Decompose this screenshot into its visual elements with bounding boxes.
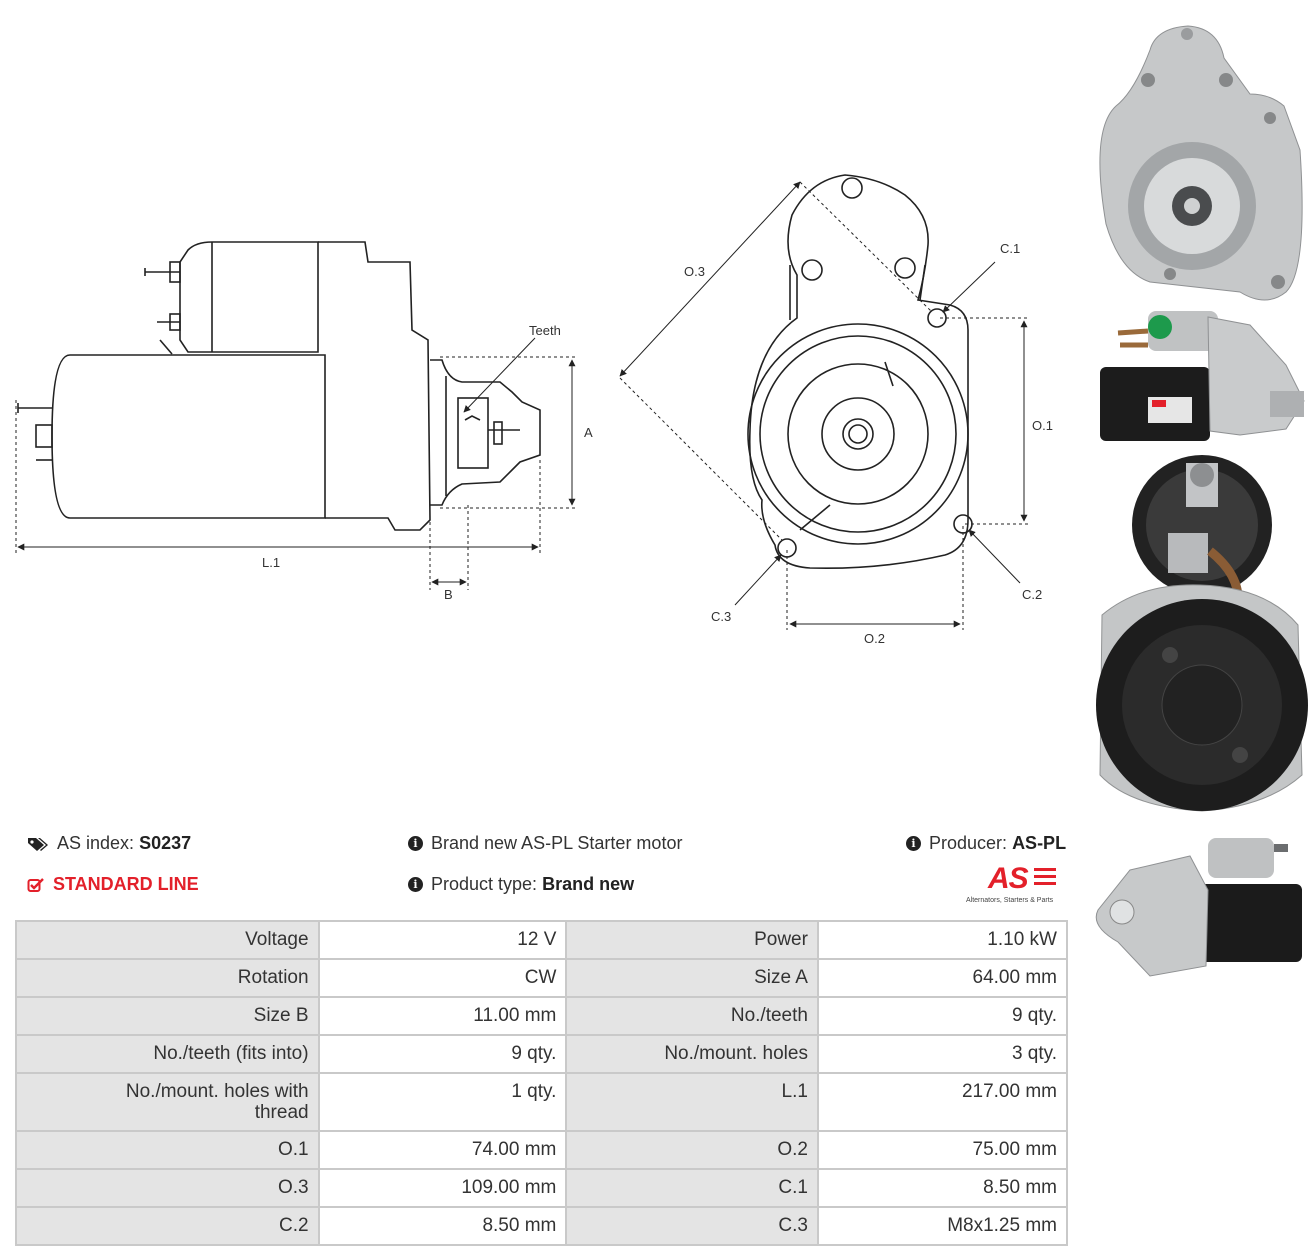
o3-label: O.3	[684, 264, 705, 279]
teeth-label: Teeth	[529, 323, 561, 338]
info-icon: i	[408, 836, 423, 851]
spec-value: 74.00 mm	[319, 1132, 566, 1168]
spec-label: C.3	[567, 1208, 817, 1244]
c3-label: C.3	[711, 609, 731, 624]
spec-label: O.3	[17, 1170, 318, 1206]
producer: i Producer: AS-PL	[906, 833, 1066, 854]
as-index-label: AS index:	[57, 833, 135, 853]
standard-line-label: STANDARD LINE	[53, 874, 199, 894]
as-pl-logo: AS Alternators, Starters & Parts	[966, 864, 1068, 908]
spec-value: 64.00 mm	[818, 960, 1066, 996]
as-index: AS index: S0237	[27, 833, 191, 854]
spec-value: M8x1.25 mm	[818, 1208, 1066, 1244]
spec-label: O.1	[17, 1132, 318, 1168]
starter-angle-view-photo	[1095, 838, 1302, 977]
spec-label: No./teeth (fits into)	[17, 1036, 318, 1072]
spec-label: No./mount. holes with thread	[17, 1074, 318, 1130]
side-view-dimensions	[15, 337, 578, 590]
producer-label: Producer:	[929, 833, 1008, 853]
product-line: STANDARD LINE	[27, 874, 199, 895]
spec-label: O.2	[567, 1132, 817, 1168]
starter-rear-view-photo	[1096, 455, 1308, 812]
product-type-label: Product type:	[431, 874, 538, 894]
spec-value: 9 qty.	[818, 998, 1066, 1034]
spec-value: 12 V	[319, 922, 566, 958]
spec-value: 1 qty.	[319, 1074, 566, 1130]
checkbox-checked-icon	[27, 877, 44, 892]
spec-label: Size A	[567, 960, 817, 996]
l1-label: L.1	[262, 555, 280, 570]
spec-label: Rotation	[17, 960, 318, 996]
spec-label: No./teeth	[567, 998, 817, 1034]
logo-mark: AS	[988, 862, 1029, 895]
table-row: No./teeth (fits into)9 qty.No./mount. ho…	[17, 1036, 1066, 1072]
o1-label: O.1	[1032, 418, 1053, 433]
spec-value: 11.00 mm	[319, 998, 566, 1034]
spec-value: CW	[319, 960, 566, 996]
spec-value: 75.00 mm	[818, 1132, 1066, 1168]
product-title: i Brand new AS-PL Starter motor	[408, 833, 682, 854]
info-icon: i	[408, 877, 423, 892]
spec-label: C.2	[17, 1208, 318, 1244]
spec-value: 9 qty.	[319, 1036, 566, 1072]
spec-value: 1.10 kW	[818, 922, 1066, 958]
spec-value: 109.00 mm	[319, 1170, 566, 1206]
spec-label: Size B	[17, 998, 318, 1034]
spec-label: C.1	[567, 1170, 817, 1206]
producer-value: AS-PL	[1012, 833, 1067, 853]
starter-front-view-photo	[1099, 25, 1303, 301]
as-index-value: S0237	[139, 833, 192, 853]
product-title-text: Brand new AS-PL Starter motor	[431, 833, 683, 853]
starter-side-view-photo	[1100, 311, 1305, 441]
spec-label: L.1	[567, 1074, 817, 1130]
c2-label: C.2	[1022, 587, 1042, 602]
tags-icon	[28, 837, 48, 851]
spec-label: Voltage	[17, 922, 318, 958]
side-view-drawing	[17, 241, 541, 531]
info-icon: i	[906, 836, 921, 851]
size-b-label: B	[444, 587, 453, 602]
spec-value: 217.00 mm	[818, 1074, 1066, 1130]
spec-value: 8.50 mm	[319, 1208, 566, 1244]
product-type-value: Brand new	[542, 874, 635, 894]
spec-value: 8.50 mm	[818, 1170, 1066, 1206]
size-a-label: A	[584, 425, 593, 440]
technical-drawing: Teeth A B L.1 O.3 C.1 O.1 C.2	[15, 174, 1053, 646]
front-view-drawing	[747, 174, 973, 570]
logo-tagline: Alternators, Starters & Parts	[966, 897, 1054, 904]
spec-label: Power	[567, 922, 817, 958]
product-type: i Product type: Brand new	[408, 874, 634, 895]
spec-value: 3 qty.	[818, 1036, 1066, 1072]
c1-label: C.1	[1000, 241, 1020, 256]
spec-label: No./mount. holes	[567, 1036, 817, 1072]
front-view-dimensions	[619, 181, 1030, 630]
o2-label: O.2	[864, 631, 885, 646]
